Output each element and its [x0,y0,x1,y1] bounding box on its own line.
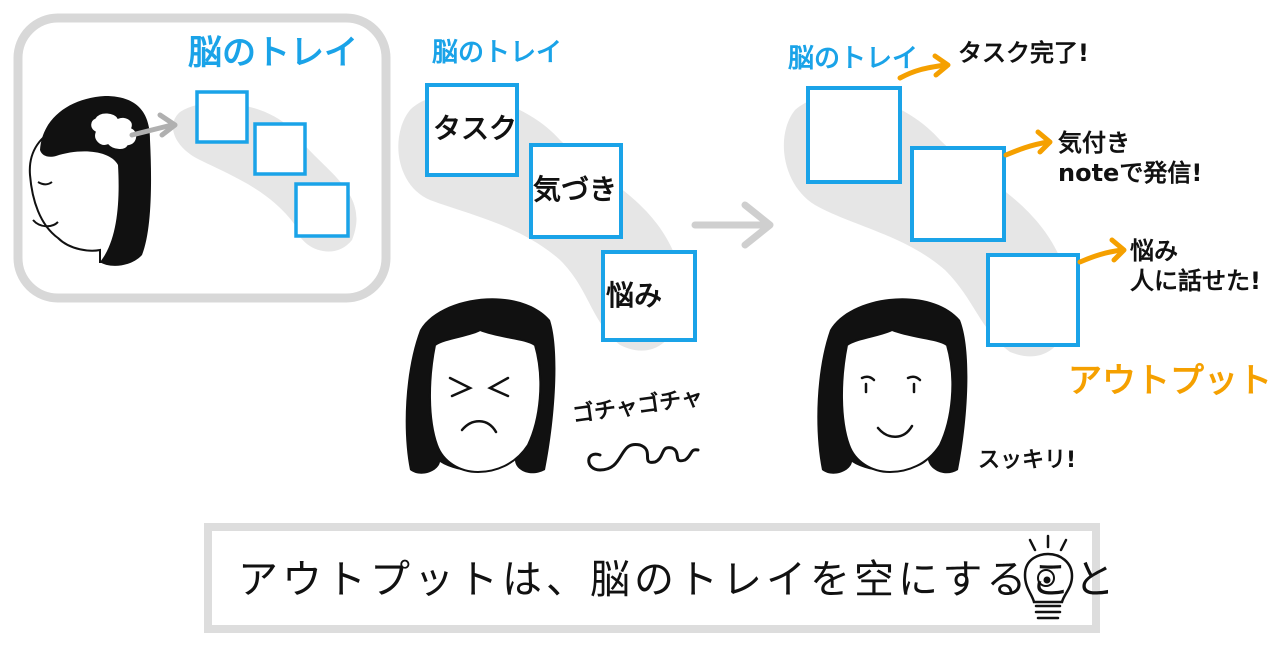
tray-box-2 [253,122,307,176]
tray-box-empty-3 [986,253,1080,347]
smiling-face-icon [817,298,968,474]
output-task: タスク完了! [958,38,1089,68]
tray-box-1 [195,90,249,144]
output-task-line1: タスク完了! [958,39,1089,67]
output-worry-line2: 人に話せた! [1130,267,1261,295]
tray-title-panel-3: 脳のトレイ [788,44,919,74]
arrow-right-icon [691,201,774,249]
lightbulb-icon [1023,534,1074,620]
output-awareness-line1: 気付き [1058,129,1130,157]
tray-box-3 [294,182,350,238]
arrow-right-icon [1003,129,1053,158]
head-profile-icon [28,96,152,266]
box-label-awareness: 気づき [533,173,618,206]
tray-title-panel-1: 脳のトレイ [188,33,358,73]
caption-text: アウトプットは、脳のトレイを空にすること [238,557,1119,603]
output-awareness-line2: noteで発信! [1058,159,1203,187]
tray-title-panel-2: 脳のトレイ [432,38,563,68]
confused-face-icon [405,298,556,474]
tray-box-empty-2 [910,146,1006,242]
tray-box-task [425,83,519,177]
arrow-right-icon [897,53,951,81]
tray-box-worry [601,250,697,342]
arrow-right-icon [129,112,178,138]
output-label: アウトプット [1068,361,1272,401]
output-worry-line1: 悩み [1130,237,1178,265]
output-worry: 悩み 人に話せた! [1130,236,1261,296]
tray-box-empty-1 [806,86,902,184]
relief-word: スッキリ! [978,448,1077,473]
box-label-worry: 悩み [606,279,663,312]
arrow-right-icon [1077,237,1127,265]
output-awareness: 気付き noteで発信! [1058,128,1202,188]
box-label-task: タスク [433,112,518,145]
caption-frame [204,523,1100,633]
scribble-mark [587,443,700,472]
tray-box-awareness [529,143,623,239]
